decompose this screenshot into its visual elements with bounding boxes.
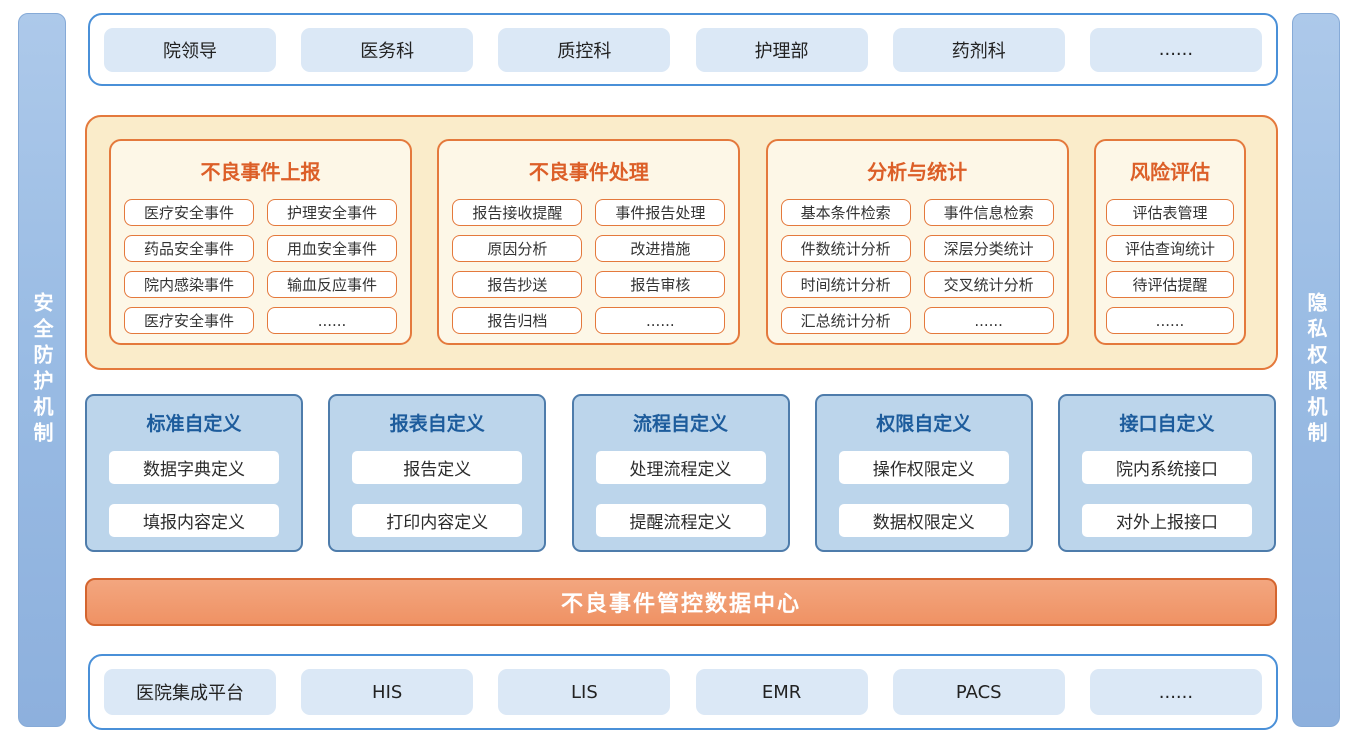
department-chip-more: ...... bbox=[1089, 27, 1262, 72]
panel-title: 标准自定义 bbox=[146, 413, 242, 435]
department-chip: 护理部 bbox=[695, 27, 868, 72]
function-item: 改进措施 bbox=[595, 235, 726, 262]
function-item-more: ...... bbox=[595, 307, 726, 334]
function-item: 报告接收提醒 bbox=[452, 199, 583, 226]
column-analysis-statistics: 分析与统计 基本条件检索 事件信息检索 件数统计分析 深层分类统计 时间统计分析… bbox=[765, 139, 1069, 345]
panel-standard-custom: 标准自定义 数据字典定义 填报内容定义 bbox=[85, 394, 303, 552]
function-item: 报告抄送 bbox=[452, 271, 583, 298]
panel-workflow-custom: 流程自定义 处理流程定义 提醒流程定义 bbox=[571, 394, 790, 552]
system-chip: HIS bbox=[301, 669, 474, 715]
panel-item: 打印内容定义 bbox=[352, 504, 523, 537]
panel-title: 权限自定义 bbox=[876, 413, 972, 435]
left-sidebar: 安全防护机制 bbox=[18, 13, 66, 727]
panel-item: 数据字典定义 bbox=[109, 451, 279, 484]
column-risk-assessment: 风险评估 评估表管理 评估查询统计 待评估提醒 ...... bbox=[1093, 139, 1246, 345]
panel-title: 报表自定义 bbox=[389, 413, 485, 435]
function-item: 基本条件检索 bbox=[780, 199, 911, 226]
function-item: 汇总统计分析 bbox=[780, 307, 911, 334]
panel-title: 接口自定义 bbox=[1119, 413, 1215, 435]
function-item: 医疗安全事件 bbox=[124, 307, 254, 334]
function-item: 院内感染事件 bbox=[124, 271, 254, 298]
column-item-grid: 医疗安全事件 护理安全事件 药品安全事件 用血安全事件 院内感染事件 输血反应事… bbox=[124, 199, 397, 334]
function-item: 时间统计分析 bbox=[780, 271, 911, 298]
column-title: 不良事件上报 bbox=[200, 160, 321, 184]
function-item: 交叉统计分析 bbox=[923, 271, 1054, 298]
top-departments-row: 院领导 医务科 质控科 护理部 药剂科 ...... bbox=[88, 13, 1278, 86]
system-chip: PACS bbox=[892, 669, 1065, 715]
function-item-more: ...... bbox=[923, 307, 1054, 334]
column-title: 不良事件处理 bbox=[528, 160, 649, 184]
function-item-more: ...... bbox=[1105, 307, 1234, 334]
department-chip: 医务科 bbox=[301, 27, 474, 72]
panel-item: 提醒流程定义 bbox=[595, 504, 766, 537]
column-item-grid: 报告接收提醒 事件报告处理 原因分析 改进措施 报告抄送 报告审核 报告归档 .… bbox=[452, 199, 726, 334]
function-item: 评估表管理 bbox=[1105, 199, 1234, 226]
column-event-reporting: 不良事件上报 医疗安全事件 护理安全事件 药品安全事件 用血安全事件 院内感染事… bbox=[109, 139, 412, 345]
function-item: 用血安全事件 bbox=[267, 235, 397, 262]
function-item: 护理安全事件 bbox=[267, 199, 397, 226]
system-chip: 医院集成平台 bbox=[104, 669, 276, 715]
panel-item: 处理流程定义 bbox=[595, 451, 766, 484]
panel-item: 院内系统接口 bbox=[1082, 451, 1252, 484]
column-item-grid: 评估表管理 评估查询统计 待评估提醒 ...... bbox=[1105, 199, 1234, 334]
function-item: 评估查询统计 bbox=[1105, 235, 1234, 262]
function-item: 事件信息检索 bbox=[923, 199, 1054, 226]
function-item: 输血反应事件 bbox=[267, 271, 397, 298]
column-title: 风险评估 bbox=[1129, 160, 1210, 184]
department-chip: 药剂科 bbox=[892, 27, 1065, 72]
function-item: 原因分析 bbox=[452, 235, 583, 262]
panel-item: 对外上报接口 bbox=[1082, 504, 1252, 537]
function-item-more: ...... bbox=[267, 307, 397, 334]
panel-item: 操作权限定义 bbox=[838, 451, 1009, 484]
function-item: 件数统计分析 bbox=[780, 235, 911, 262]
function-section: 不良事件上报 医疗安全事件 护理安全事件 药品安全事件 用血安全事件 院内感染事… bbox=[85, 115, 1278, 370]
function-item: 药品安全事件 bbox=[124, 235, 254, 262]
function-item: 报告归档 bbox=[452, 307, 583, 334]
data-center-bar: 不良事件管控数据中心 bbox=[85, 578, 1277, 626]
function-item: 医疗安全事件 bbox=[124, 199, 254, 226]
system-chip: EMR bbox=[695, 669, 868, 715]
column-item-grid: 基本条件检索 事件信息检索 件数统计分析 深层分类统计 时间统计分析 交叉统计分… bbox=[780, 199, 1054, 334]
system-chip: LIS bbox=[498, 669, 671, 715]
right-sidebar-label: 隐私权限机制 bbox=[1304, 292, 1328, 448]
right-sidebar: 隐私权限机制 bbox=[1292, 13, 1340, 727]
function-item: 报告审核 bbox=[595, 271, 726, 298]
panel-item: 填报内容定义 bbox=[109, 504, 279, 537]
panel-item: 报告定义 bbox=[352, 451, 523, 484]
panel-item: 数据权限定义 bbox=[838, 504, 1009, 537]
panel-permission-custom: 权限自定义 操作权限定义 数据权限定义 bbox=[814, 394, 1033, 552]
column-title: 分析与统计 bbox=[867, 160, 968, 184]
department-chip: 质控科 bbox=[498, 27, 671, 72]
panel-title: 流程自定义 bbox=[632, 413, 728, 435]
bottom-systems-row: 医院集成平台 HIS LIS EMR PACS ...... bbox=[88, 654, 1278, 730]
system-chip-more: ...... bbox=[1089, 669, 1262, 715]
department-chip: 院领导 bbox=[104, 27, 276, 72]
function-item: 待评估提醒 bbox=[1105, 271, 1234, 298]
customization-section: 标准自定义 数据字典定义 填报内容定义 报表自定义 报告定义 打印内容定义 流程… bbox=[85, 394, 1276, 552]
left-sidebar-label: 安全防护机制 bbox=[30, 292, 54, 448]
column-event-handling: 不良事件处理 报告接收提醒 事件报告处理 原因分析 改进措施 报告抄送 报告审核… bbox=[437, 139, 741, 345]
function-item: 深层分类统计 bbox=[923, 235, 1054, 262]
panel-report-custom: 报表自定义 报告定义 打印内容定义 bbox=[328, 394, 547, 552]
panel-interface-custom: 接口自定义 院内系统接口 对外上报接口 bbox=[1058, 394, 1276, 552]
function-item: 事件报告处理 bbox=[595, 199, 726, 226]
